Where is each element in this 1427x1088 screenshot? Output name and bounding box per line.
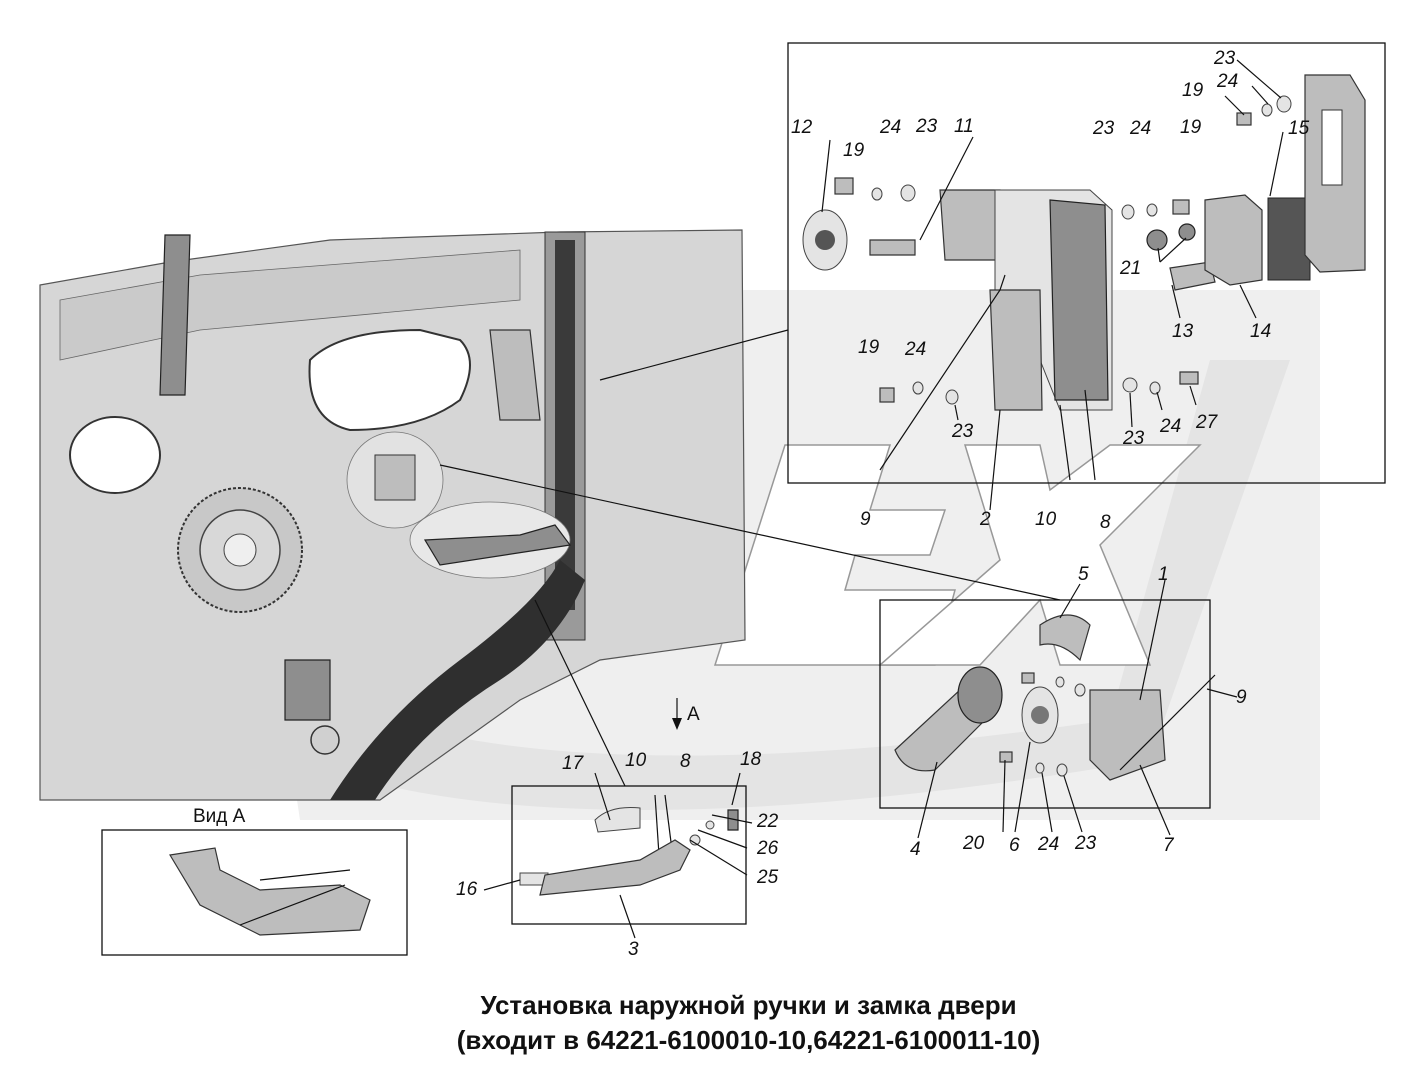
callout-19: 19 [1180, 117, 1202, 138]
callout-17: 17 [562, 753, 585, 774]
callout-8: 8 [680, 751, 691, 772]
callout-18: 18 [740, 749, 762, 770]
handle-parts [519, 794, 739, 896]
callout-15: 15 [1288, 118, 1310, 139]
callout-9: 9 [860, 509, 871, 530]
callout-6: 6 [1009, 835, 1020, 856]
caption-subtitle: (входит в 64221-6100010-10,64221-6100011… [456, 1025, 1041, 1055]
upper-lock-parts [802, 74, 1366, 481]
callout-24: 24 [1216, 71, 1238, 92]
callout-24: 24 [879, 117, 901, 138]
callout-13: 13 [1172, 321, 1194, 342]
callout-19: 19 [1182, 80, 1204, 101]
callout-25: 25 [756, 867, 779, 888]
callout-23: 23 [1074, 833, 1097, 854]
door-panel [39, 229, 746, 801]
figure-caption: Установка наружной ручки и замка двери (… [0, 988, 1427, 1058]
callout-24: 24 [1037, 834, 1059, 855]
callout-23: 23 [1092, 118, 1115, 139]
callout-16: 16 [456, 879, 478, 900]
callout-8: 8 [1100, 512, 1111, 533]
callout-24: 24 [904, 339, 926, 360]
callout-19: 19 [843, 140, 865, 161]
callout-26: 26 [756, 838, 779, 859]
callout-23: 23 [951, 421, 974, 442]
detail-leaders [439, 329, 1061, 787]
callout-leaders [483, 59, 1284, 939]
mechanism-detail-frame [879, 599, 1211, 809]
callout-12: 12 [791, 117, 813, 138]
view-a-frame [101, 829, 408, 956]
callout-1: 1 [1158, 564, 1169, 585]
callout-19: 19 [858, 337, 880, 358]
caption-title: Установка наружной ручки и замка двери [480, 990, 1017, 1020]
view-a-arrow-label: A [687, 704, 700, 725]
callout-10: 10 [625, 750, 647, 771]
callout-5: 5 [1078, 564, 1089, 585]
callout-2: 2 [979, 509, 991, 530]
callout-labels: 12 19 24 23 11 23 24 19 19 24 23 15 21 1… [456, 48, 1310, 960]
mechanism-parts [894, 614, 1216, 781]
callout-23: 23 [1122, 428, 1145, 449]
handle-detail-frame [511, 785, 747, 925]
callout-27: 27 [1195, 412, 1219, 433]
callout-4: 4 [910, 839, 921, 860]
callout-22: 22 [756, 811, 779, 832]
callout-21: 21 [1119, 258, 1141, 279]
callout-23: 23 [915, 116, 938, 137]
callout-7: 7 [1163, 835, 1175, 856]
callout-14: 14 [1250, 321, 1271, 342]
view-a-handle [169, 847, 371, 936]
upper-detail-frame [787, 42, 1386, 484]
callout-23: 23 [1213, 48, 1236, 69]
callout-24: 24 [1159, 416, 1181, 437]
callout-24: 24 [1129, 118, 1151, 139]
callout-10: 10 [1035, 509, 1057, 530]
callout-9: 9 [1236, 687, 1247, 708]
view-a-title: Вид А [193, 806, 246, 827]
view-a-arrow: A [672, 698, 700, 730]
callout-3: 3 [628, 939, 639, 960]
callout-20: 20 [962, 833, 985, 854]
callout-11: 11 [954, 116, 974, 137]
